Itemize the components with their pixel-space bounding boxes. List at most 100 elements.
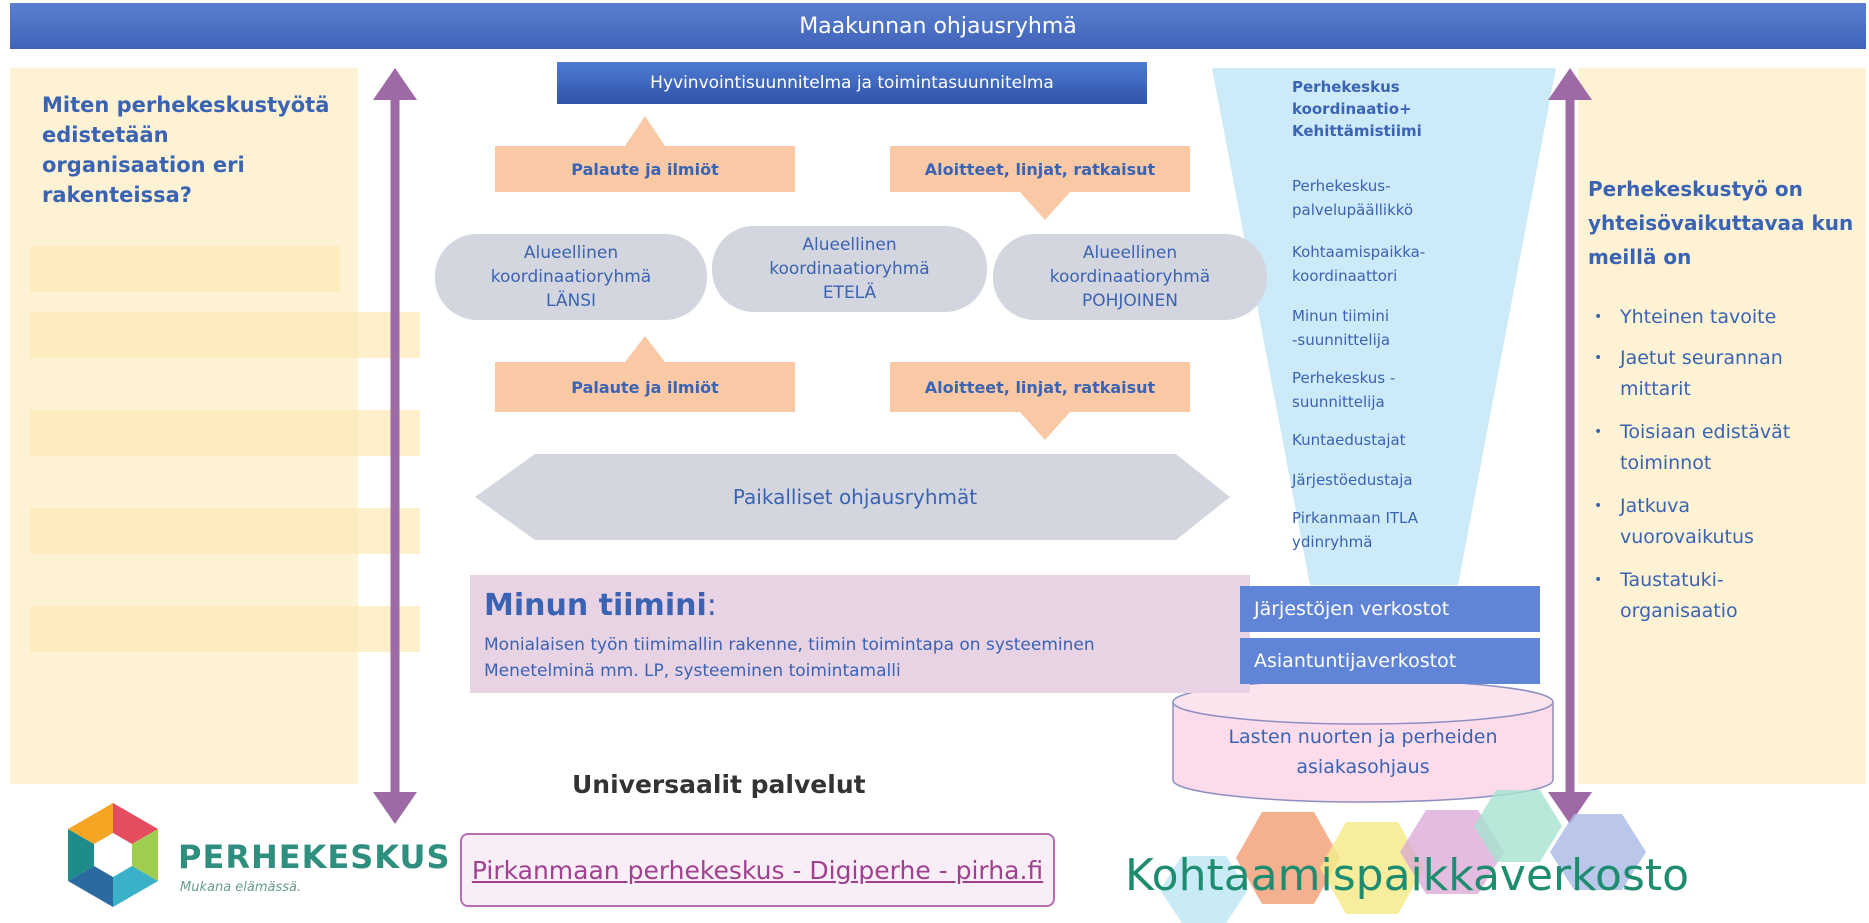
regional-group-line: Alueellinen: [1082, 243, 1178, 263]
bullet-line: mittarit: [1620, 378, 1691, 400]
arrow-head-up: [373, 68, 417, 100]
regional-group-line: Alueellinen: [523, 243, 619, 263]
regional-group-south: Alueellinen koordinaatioryhmä ETELÄ: [712, 226, 987, 312]
bullet-dot-icon: •: [1594, 572, 1603, 588]
organization-networks-label: Järjestöjen verkostot: [1254, 598, 1450, 620]
client-guidance-label: Lasten nuorten ja perheiden asiakasohjau…: [1183, 722, 1543, 782]
left-stripe: [30, 508, 420, 554]
perhekeskus-link[interactable]: Pirkanmaan perhekeskus - Digiperhe - pir…: [471, 855, 1044, 885]
bullet-line: organisaatio: [1620, 600, 1738, 622]
perhekeskus-brand-tagline: Mukana elämässä.: [180, 880, 302, 895]
network-hexagon: [1474, 790, 1562, 862]
coordination-member-line: -suunnittelija: [1292, 331, 1391, 349]
bullet-line: Taustatuki-: [1620, 569, 1724, 591]
network-hexagon: [1550, 814, 1646, 890]
expert-networks-label: Asiantuntijaverkostot: [1254, 650, 1457, 672]
right-panel-heading: Perhekeskustyö on yhteisövaikuttavaa kun…: [1588, 177, 1854, 269]
expert-networks-box: Asiantuntijaverkostot: [1240, 638, 1540, 684]
coordination-member: Kohtaamispaikka- koordinaattori: [1292, 240, 1425, 288]
bullet-item: • Jatkuva vuorovaikutus: [1594, 491, 1854, 553]
callout-pointer-up: [625, 116, 665, 146]
coordination-title: Perhekeskus koordinaatio+ Kehittämistiim…: [1292, 76, 1422, 142]
coordination-member-line: Perhekeskus-: [1292, 177, 1391, 195]
bullet-dot-icon: •: [1594, 350, 1603, 366]
coordination-member: Minun tiimini -suunnittelija: [1292, 304, 1390, 352]
coordination-member-line: Perhekeskus -: [1292, 369, 1396, 387]
bullet-line: Jaetut seurannan: [1620, 347, 1783, 369]
coordination-member-line: ydinryhmä: [1292, 533, 1373, 551]
callout-initiatives-label: Aloitteet, linjat, ratkaisut: [924, 377, 1156, 397]
bullet-item: • Taustatuki-organisaatio: [1594, 565, 1854, 627]
coordination-member-line: Kohtaamispaikka-: [1292, 243, 1426, 261]
regional-group-line: koordinaatioryhmä: [769, 259, 930, 279]
coordination-cone: [1212, 68, 1556, 585]
left-stripe: [30, 246, 340, 292]
meeting-place-network-logo: Kohtaamispaikkaverkosto: [1125, 850, 1690, 901]
callout-feedback-top: Palaute ja ilmiöt: [495, 146, 795, 192]
arrow-head-up: [1548, 68, 1592, 100]
coordination-member-line: suunnittelija: [1292, 393, 1385, 411]
regional-group-region: LÄNSI: [545, 291, 596, 311]
coordination-title-line: koordinaatio+: [1292, 100, 1412, 118]
bullet-dot-icon: •: [1594, 498, 1603, 514]
callout-feedback-label: Palaute ja ilmiöt: [571, 159, 719, 179]
organization-networks-box: Järjestöjen verkostot: [1240, 586, 1540, 632]
my-team-title-colon: :: [706, 588, 717, 623]
client-guidance-line: asiakasohjaus: [1296, 756, 1430, 778]
local-groups-shape: [475, 454, 1230, 540]
regional-group-line: koordinaatioryhmä: [1049, 267, 1211, 287]
coordination-member-line: koordinaattori: [1292, 267, 1398, 285]
callout-pointer-down: [1020, 192, 1070, 220]
coordination-member: Pirkanmaan ITLA ydinryhmä: [1292, 506, 1418, 554]
my-team-box: [470, 575, 1250, 693]
arrow-head-down: [1548, 792, 1592, 824]
coordination-title-line: Kehittämistiimi: [1292, 122, 1422, 140]
regional-group-west: Alueellinen koordinaatioryhmä LÄNSI: [435, 234, 707, 320]
left-stripe: [30, 606, 420, 652]
network-hexagon: [1160, 856, 1248, 923]
coordination-member-line: palvelupäällikkö: [1292, 201, 1414, 219]
network-hexagon: [1320, 822, 1424, 914]
coordination-member-line: Kuntaedustajat: [1292, 431, 1406, 449]
bullet-line: vuorovaikutus: [1620, 526, 1754, 548]
regional-group-north: Alueellinen koordinaatioryhmä POHJOINEN: [993, 234, 1267, 320]
my-team-title: Minun tiimini:: [484, 588, 717, 623]
coordination-member-line: Pirkanmaan ITLA: [1292, 509, 1418, 527]
coordination-member-line: Järjestöedustaja: [1292, 471, 1413, 489]
callout-pointer-up: [625, 336, 665, 362]
callout-pointer-down: [1020, 412, 1070, 440]
universal-services-label: Universaalit palvelut: [572, 770, 866, 799]
left-stripe: [30, 410, 420, 456]
regional-group-region: ETELÄ: [822, 283, 877, 303]
bullet-item: • Yhteinen tavoite: [1594, 302, 1854, 333]
right-panel: [1578, 68, 1866, 784]
left-stripe: [30, 312, 420, 358]
regional-group-region: POHJOINEN: [1081, 291, 1178, 311]
perhekeskus-brand-name: PERHEKESKUS: [178, 838, 451, 876]
bullet-line: toiminnot: [1620, 452, 1712, 474]
local-groups-label: Paikalliset ohjausryhmät: [732, 485, 978, 509]
my-team-desc-line: Menetelminä mm. LP, systeeminen toiminta…: [484, 661, 901, 681]
bullet-dot-icon: •: [1594, 424, 1603, 440]
coordination-member-line: Minun tiimini: [1292, 307, 1390, 325]
right-panel-bullets: • Yhteinen tavoite • Jaetut seurannan mit…: [1594, 302, 1854, 627]
welfare-plan-label: Hyvinvointisuunnitelma ja toimintasuunni…: [650, 73, 1054, 93]
bullet-item: • Jaetut seurannan mittarit: [1594, 343, 1854, 405]
perhekeskus-link-box[interactable]: Pirkanmaan perhekeskus - Digiperhe - pir…: [460, 833, 1055, 907]
bullet-line: Yhteinen tavoite: [1620, 306, 1777, 328]
coordination-member: Perhekeskus - suunnittelija: [1292, 366, 1395, 414]
bullet-dot-icon: •: [1594, 309, 1603, 325]
callout-initiatives-top: Aloitteet, linjat, ratkaisut: [890, 146, 1190, 192]
regional-group-line: koordinaatioryhmä: [490, 267, 652, 287]
bullet-line: Jatkuva: [1620, 495, 1691, 517]
callout-feedback-bottom: Palaute ja ilmiöt: [495, 362, 795, 412]
my-team-title-text: Minun tiimini: [484, 588, 707, 623]
callout-initiatives-label: Aloitteet, linjat, ratkaisut: [924, 159, 1156, 179]
welfare-plan-bar: Hyvinvointisuunnitelma ja toimintasuunni…: [557, 62, 1147, 104]
client-guidance-line: Lasten nuorten ja perheiden: [1228, 726, 1498, 748]
regional-group-line: Alueellinen: [802, 235, 897, 255]
coordination-title-line: Perhekeskus: [1292, 78, 1400, 96]
coordination-member: Perhekeskus- palvelupäällikkö: [1292, 174, 1413, 222]
coordination-member: Kuntaedustajat: [1292, 428, 1406, 452]
